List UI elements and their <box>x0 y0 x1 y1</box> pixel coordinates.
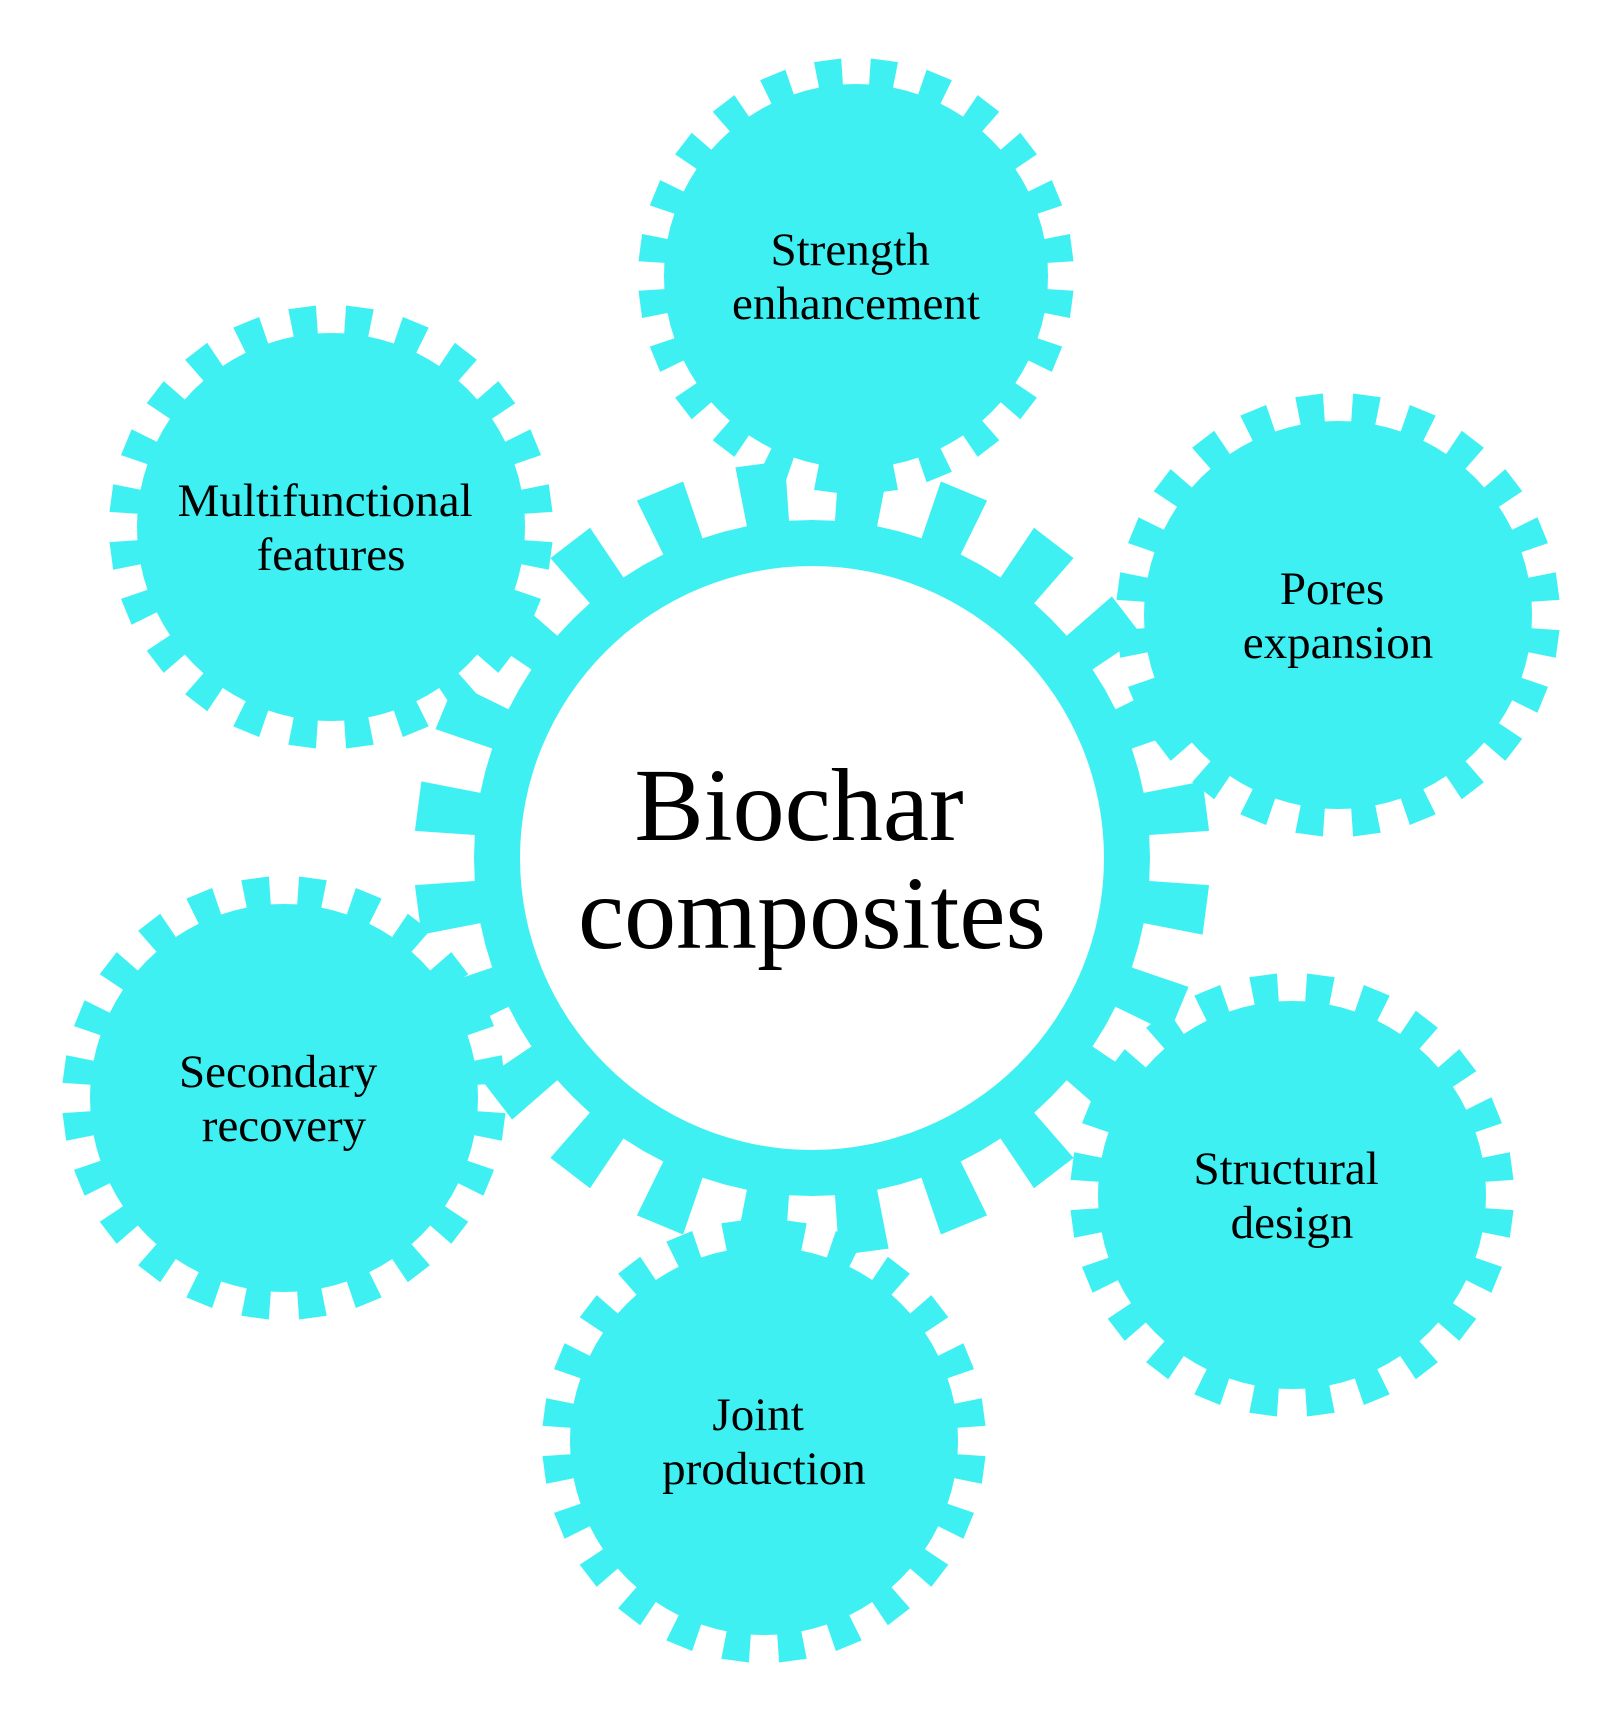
gear-multifunctional-shape <box>109 305 553 749</box>
gear-secondary: Secondary recovery <box>62 876 506 1320</box>
gear-structural-line-2: design <box>1231 1197 1354 1249</box>
gear-structural-shape <box>1070 973 1514 1417</box>
gear-pores: Pores expansion <box>1116 393 1560 837</box>
gear-multifunctional-line-1: Multifunctional <box>178 475 473 527</box>
gear-joint-line-1: Joint <box>712 1389 803 1441</box>
gear-joint-line-2: production <box>662 1443 866 1495</box>
gear-structural: Structural design <box>1070 973 1514 1417</box>
gear-joint-shape <box>542 1219 986 1663</box>
gear-multifunctional-line-2: features <box>257 529 406 581</box>
center-gear: Biochar composites <box>414 460 1210 1256</box>
center-label: Biochar composites <box>578 748 1046 971</box>
gear-secondary-shape <box>62 876 506 1320</box>
gear-secondary-line-2: recovery <box>202 1100 367 1152</box>
gear-joint: Joint production <box>542 1219 986 1663</box>
center-label-line-1: Biochar <box>634 748 963 863</box>
gear-strength-shape <box>638 58 1074 494</box>
gear-secondary-label: Secondary recovery <box>179 1046 389 1152</box>
gear-secondary-line-1: Secondary <box>179 1046 378 1098</box>
center-label-line-2: composites <box>578 856 1046 971</box>
gear-pores-line-1: Pores <box>1280 563 1384 615</box>
center-gear-hole <box>520 566 1104 1150</box>
gear-multifunctional-label: Multifunctional features <box>178 475 485 581</box>
gear-strength-line-1: Strength <box>770 224 929 276</box>
gear-multifunctional: Multifunctional features <box>109 305 553 749</box>
gear-pores-shape <box>1116 393 1560 837</box>
gear-joint-label: Joint production <box>662 1389 866 1495</box>
gear-strength-label: Strength enhancement <box>732 224 980 330</box>
gear-strength-line-2: enhancement <box>732 278 980 330</box>
gear-structural-label: Structural design <box>1193 1143 1390 1249</box>
gear-pores-line-2: expansion <box>1243 617 1434 669</box>
gear-pores-label: Pores expansion <box>1243 563 1434 669</box>
gear-structural-line-1: Structural <box>1193 1143 1378 1195</box>
gear-strength: Strength enhancement <box>638 58 1074 494</box>
